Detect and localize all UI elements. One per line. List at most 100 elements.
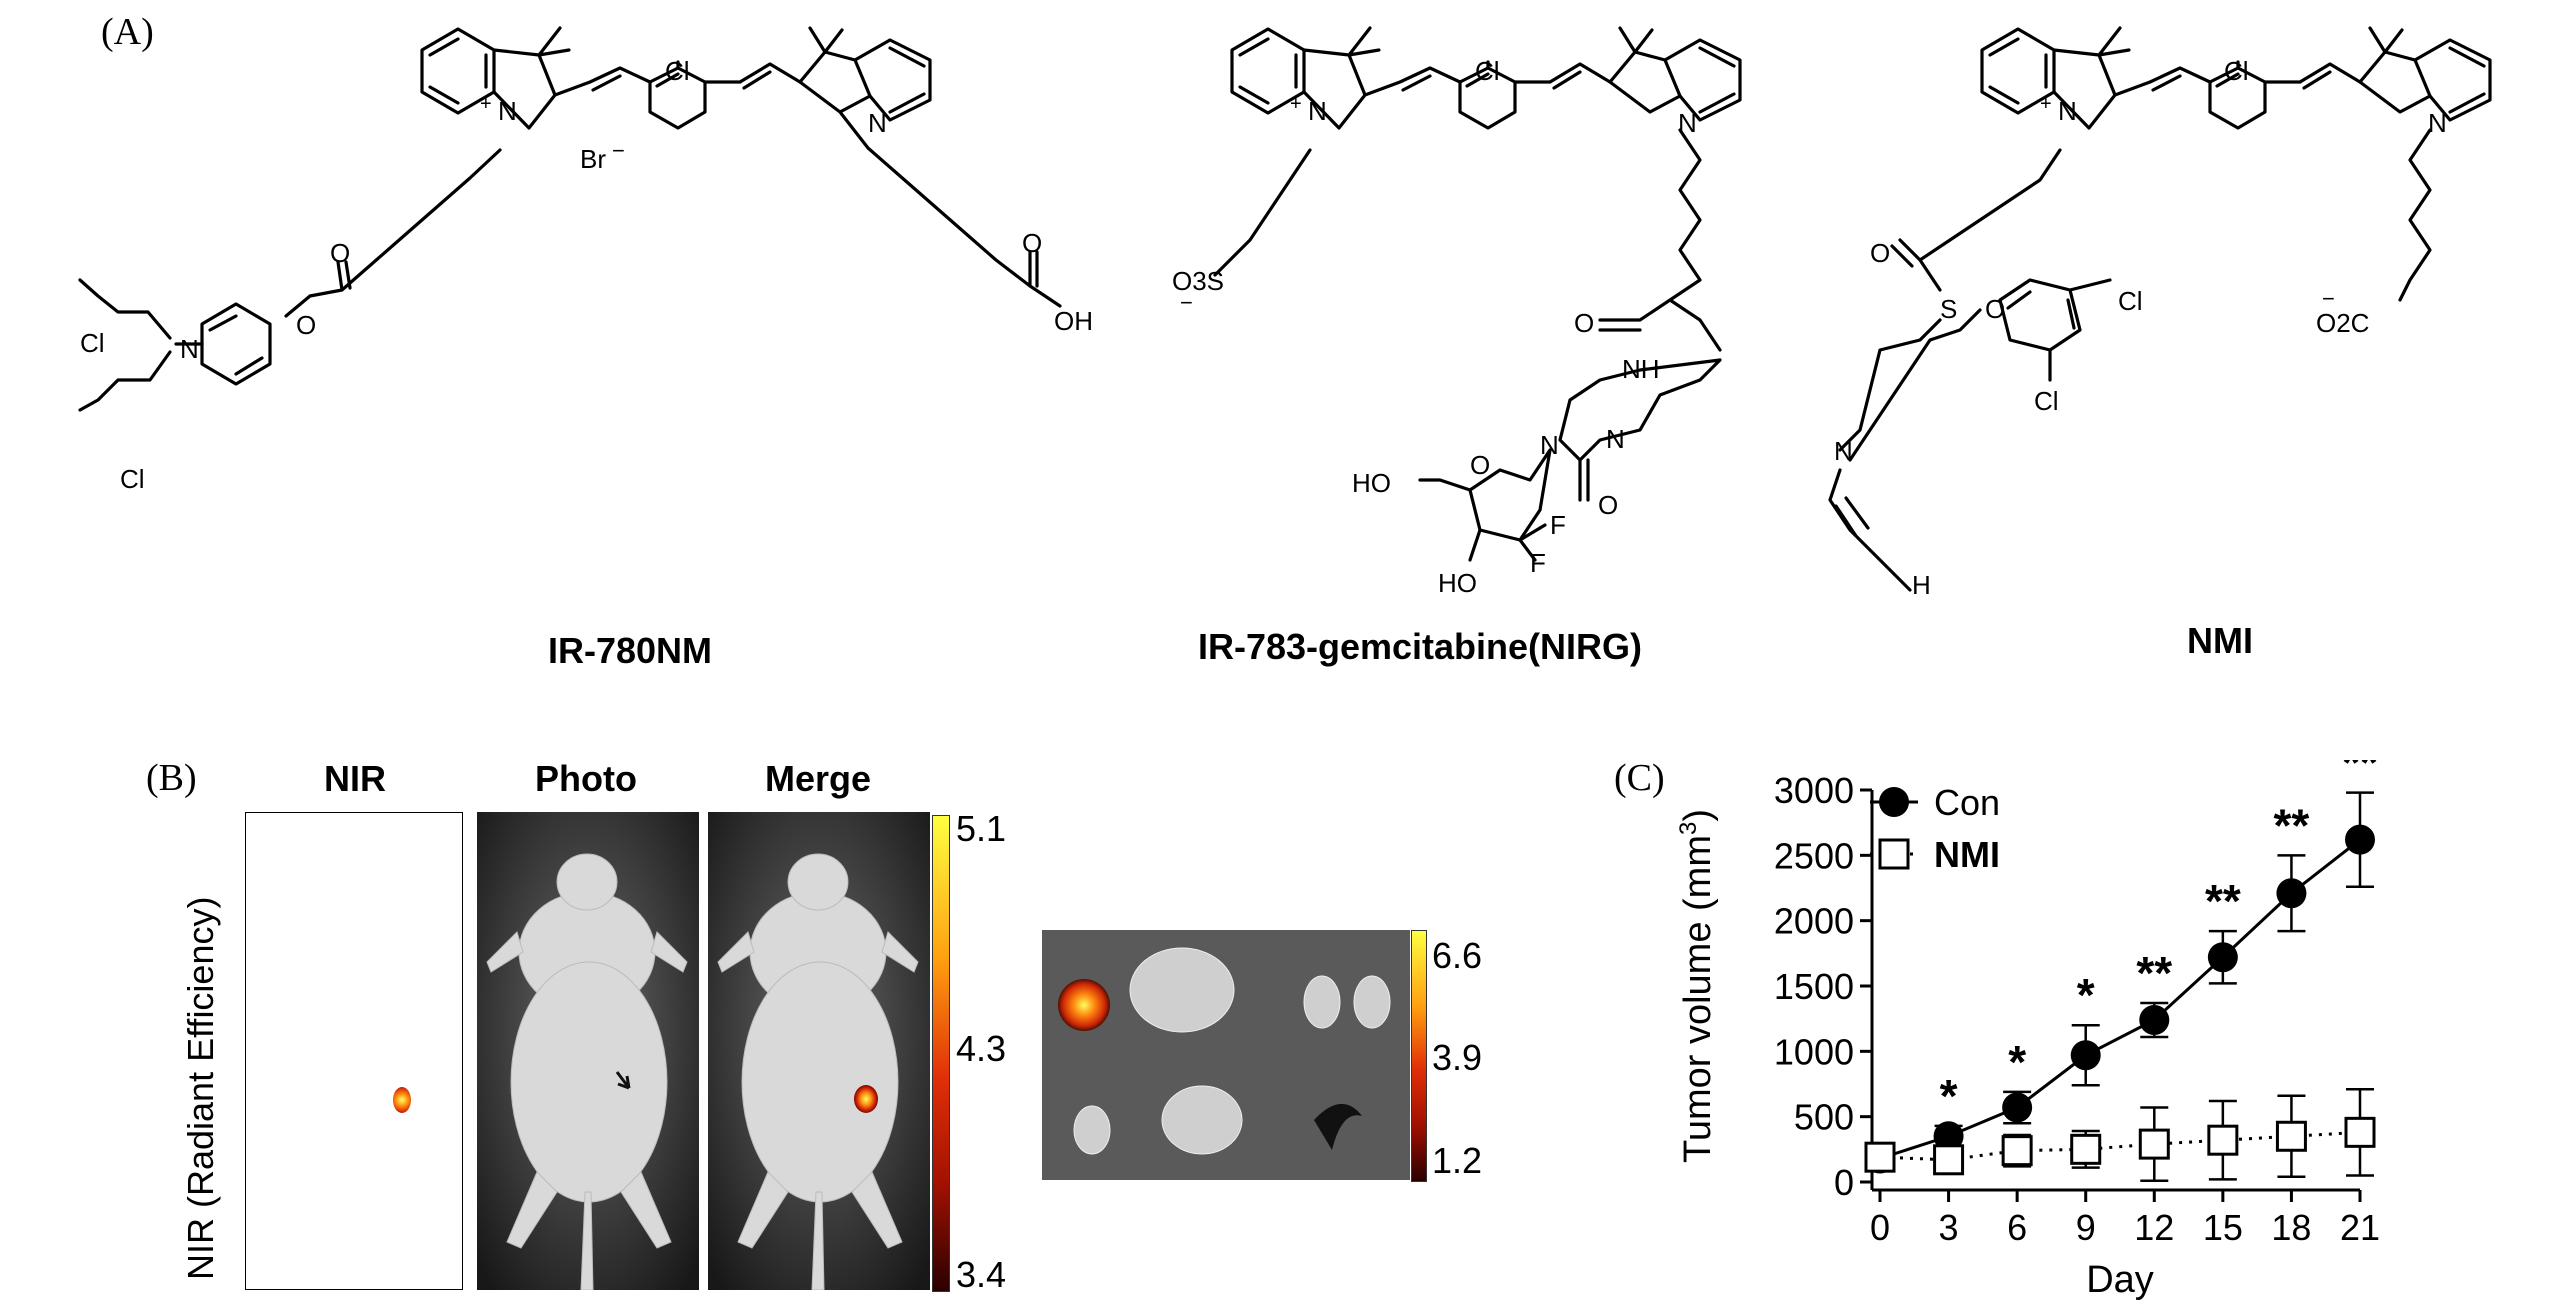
data-point-con	[2345, 824, 2375, 855]
data-point-con	[1933, 1121, 1964, 1152]
atom-o: O	[1985, 294, 2005, 324]
atom-nh: NH	[1622, 354, 1660, 384]
column-header-nir: NIR	[324, 758, 386, 799]
colorbar-organs-min: 1.2	[1432, 1140, 1483, 1181]
data-point-nmi	[2207, 1124, 2239, 1156]
atom-n: N	[1308, 96, 1327, 126]
atom-f: F	[1550, 510, 1566, 540]
nir-image	[245, 812, 463, 1290]
x-tick-label: 18	[2271, 1207, 2311, 1248]
atom-cl: Cl	[2118, 286, 2143, 316]
atom-n: N	[868, 108, 887, 138]
atom-br-minus: −	[612, 138, 625, 163]
x-tick-label: 6	[2007, 1207, 2027, 1248]
y-tick-label: 500	[1794, 1097, 1854, 1138]
legend-label-con: Con	[1934, 782, 2000, 823]
atom-ho: HO	[1352, 468, 1391, 498]
significance-label: **	[2274, 799, 2310, 851]
atom-plus: +	[1290, 93, 1302, 115]
data-point-nmi	[2275, 1120, 2307, 1152]
y-tick-label: 1500	[1774, 966, 1854, 1007]
y-tick-label: 0	[1834, 1162, 1854, 1203]
atom-n: N	[1540, 430, 1559, 460]
data-point-nmi	[2070, 1133, 2102, 1165]
panel-a-label: (A)	[101, 11, 154, 53]
atom-cl: Cl	[1475, 56, 1500, 86]
atom-sulfonate-minus: −	[1180, 290, 1193, 315]
tumor-signal	[393, 1087, 411, 1113]
atom-cl: Cl	[120, 464, 145, 494]
atom-h: H	[1912, 570, 1931, 600]
atom-carboxylate-minus: −	[2322, 286, 2335, 311]
atom-n: N	[1678, 108, 1697, 138]
photo-image	[477, 812, 699, 1290]
x-tick-label: 12	[2134, 1207, 2174, 1248]
atom-o: O	[1870, 238, 1890, 268]
colorbar-main-max: 5.1	[956, 808, 1007, 849]
atom-n: N	[2058, 96, 2077, 126]
column-header-merge: Merge	[764, 758, 872, 799]
colorbar-organs-max: 6.6	[1432, 935, 1483, 976]
data-point-nmi	[1933, 1144, 1965, 1176]
x-tick-label: 9	[2076, 1207, 2096, 1248]
data-point-nmi	[2001, 1135, 2033, 1167]
compound-name-nmi: NMI	[2187, 620, 2253, 661]
x-tick-label: 15	[2203, 1207, 2243, 1248]
x-axis-title: Day	[2086, 1259, 2154, 1300]
atom-n: N	[1606, 424, 1625, 454]
atom-n: N	[180, 334, 199, 364]
data-point-nmi	[2344, 1116, 2376, 1148]
panel-c-label: (C)	[1614, 757, 1665, 799]
colorbar-organs-mid: 3.9	[1432, 1037, 1483, 1078]
data-point-nmi	[2138, 1128, 2170, 1160]
x-tick-label: 21	[2340, 1207, 2380, 1248]
data-point-con	[2276, 878, 2307, 909]
legend-marker-nmi	[1878, 838, 1910, 870]
panel-a-structures: Cl N + Br − N O O O OH N Cl Cl Cl N + N …	[78, 26, 2492, 600]
data-point-con	[2002, 1092, 2033, 1123]
significance-label: **	[2205, 875, 2241, 927]
significance-label: *	[1940, 1070, 1958, 1122]
structure-nirg	[1213, 26, 1742, 562]
significance-label: **	[2136, 947, 2172, 999]
data-point-con	[2207, 942, 2238, 973]
atom-n: N	[1834, 436, 1853, 466]
y-axis-title: Tumor volume (mm3)	[1675, 809, 1719, 1163]
atom-o: O	[330, 238, 350, 268]
panel-b-label: (B)	[146, 757, 197, 799]
atom-s: S	[1940, 294, 1957, 324]
y-tick-label: 1000	[1774, 1031, 1854, 1072]
y-tick-label: 2000	[1774, 901, 1854, 942]
atom-cl: Cl	[2224, 56, 2249, 86]
atom-o: O	[1574, 308, 1594, 338]
atom-plus: +	[2040, 93, 2052, 115]
atom-f: F	[1530, 548, 1546, 578]
structure-ir780nm	[78, 26, 1062, 412]
data-point-nmi	[1864, 1141, 1896, 1173]
atom-br: Br	[580, 144, 606, 174]
atom-sulfonate: O3S	[1172, 266, 1224, 296]
data-point-con	[2139, 1004, 2170, 1035]
x-tick-label: 0	[1870, 1207, 1890, 1248]
atom-plus: +	[480, 93, 492, 115]
colorbar-main	[932, 815, 950, 1292]
atom-o: O	[296, 310, 316, 340]
data-point-con	[2070, 1040, 2101, 1071]
atom-oh: OH	[1054, 306, 1093, 336]
compound-name-ir780nm: IR-780NM	[547, 630, 713, 671]
atom-carboxylate: O2C	[2316, 308, 2369, 338]
significance-label: *	[2008, 1036, 2026, 1088]
atom-n: N	[498, 96, 517, 126]
atom-n: N	[2428, 108, 2447, 138]
significance-label: *	[2077, 969, 2095, 1021]
atom-cl: Cl	[665, 56, 690, 86]
atom-cl: Cl	[80, 328, 105, 358]
x-tick-label: 3	[1939, 1207, 1959, 1248]
organ-image	[1042, 930, 1410, 1180]
atom-o: O	[1470, 450, 1490, 480]
colorbar-main-mid: 4.3	[956, 1028, 1007, 1069]
column-header-photo: Photo	[535, 758, 637, 799]
atom-o: O	[1598, 490, 1618, 520]
structure-nmi	[1828, 26, 2492, 592]
